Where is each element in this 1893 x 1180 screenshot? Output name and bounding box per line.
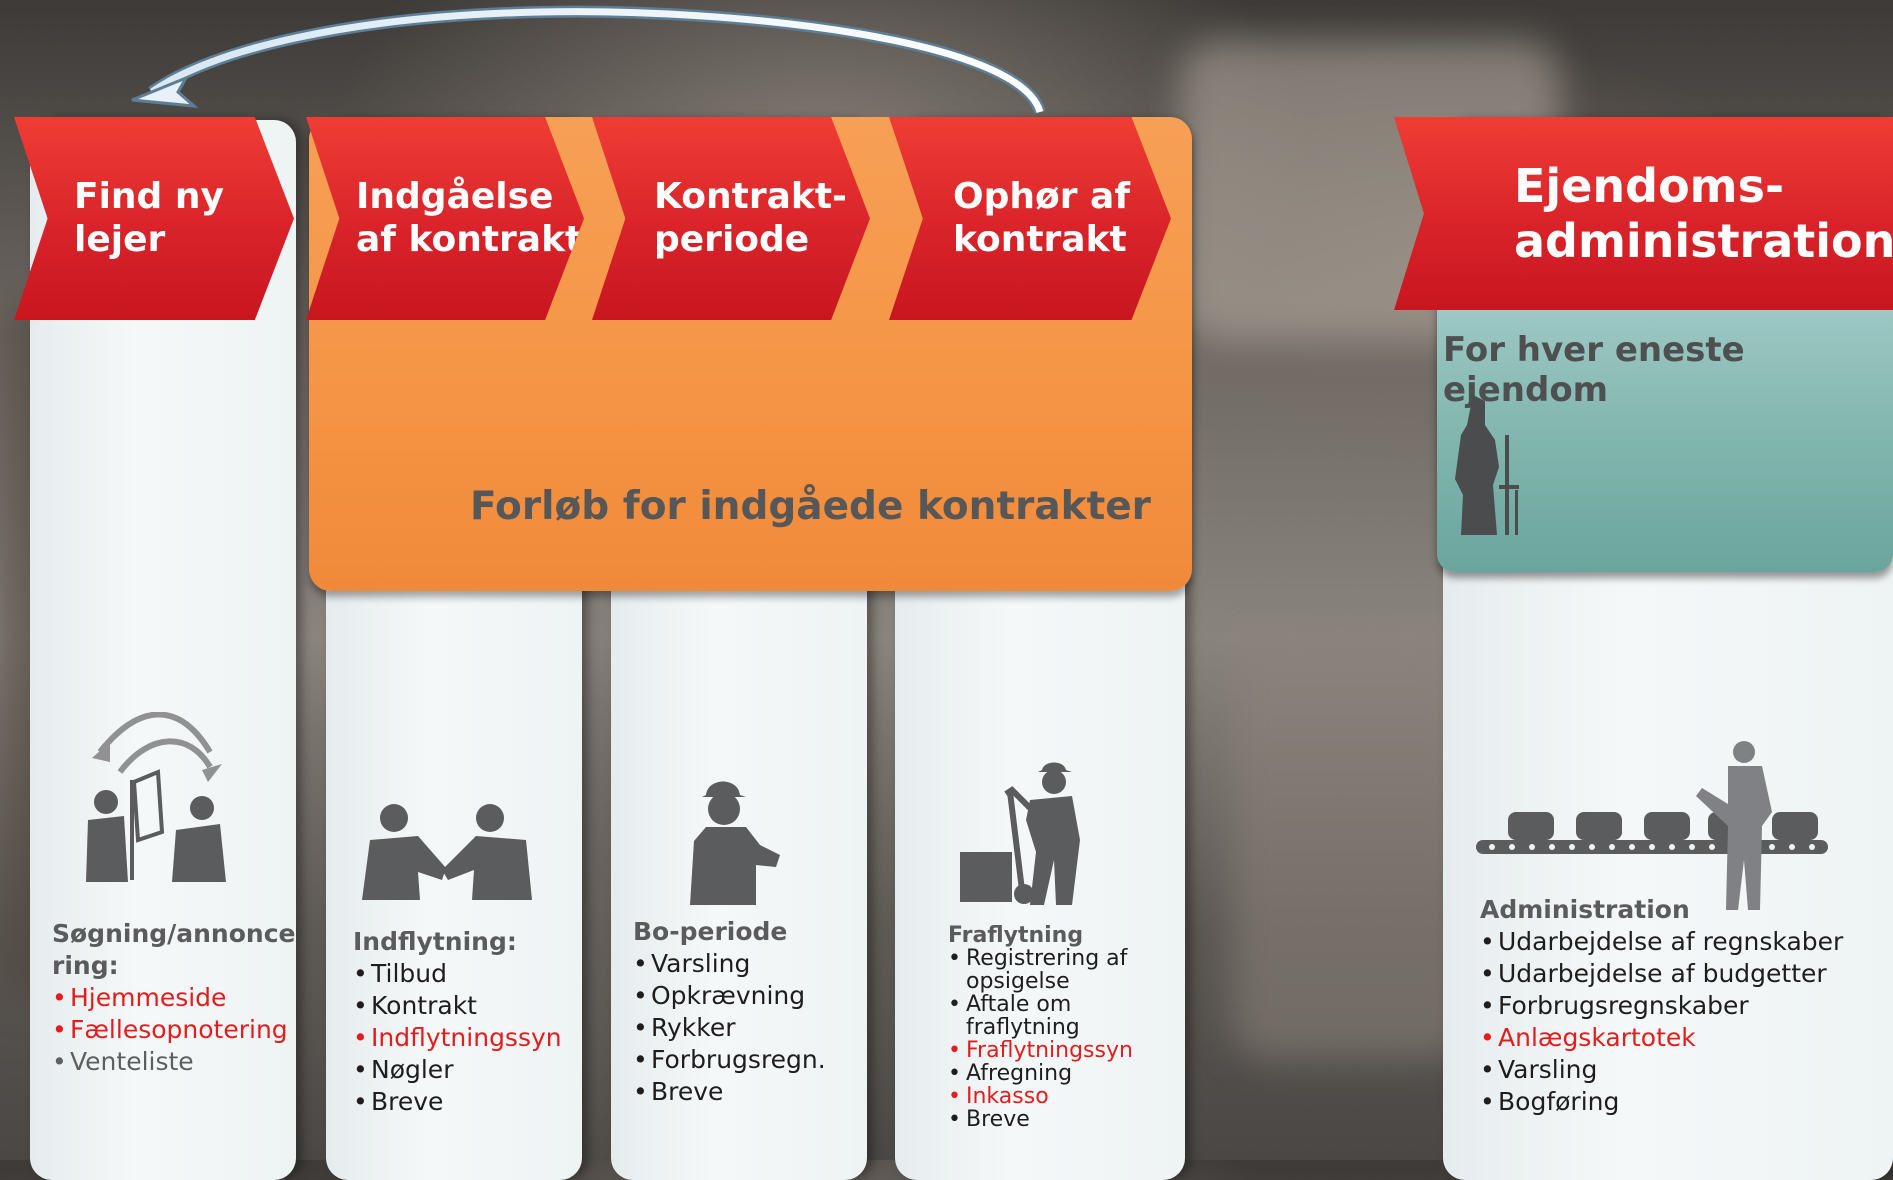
list-item: Udarbejdelse af regnskaber [1480,926,1880,958]
list-item: Registrering af opsigelse [948,947,1138,993]
list-item: Indflytningssyn [353,1022,583,1054]
handshake-icon [362,804,532,900]
conveyor-worker-icon [1476,741,1828,910]
list-item: Udarbejdelse af budgetter [1480,958,1880,990]
list-item: Inkasso [948,1085,1138,1108]
worker-icon [690,781,780,905]
step-find-new-tenant: Find ny lejer [14,117,294,320]
list-item: Fraflytningssyn [948,1039,1138,1062]
list-item: Rykker [633,1012,863,1044]
step-property-administration: Ejendoms- administration [1394,117,1893,310]
column-list: Registrering af opsigelse Aftale om fraf… [948,947,1138,1131]
column-text-termination: Fraflytning Registrering af opsigelse Af… [948,924,1138,1131]
column-heading: Indflytning: [353,927,517,956]
list-item: Anlægskartotek [1480,1022,1880,1054]
list-item: Kontrakt [353,990,583,1022]
column-heading: Fraflytning [948,923,1084,948]
list-item: Breve [633,1076,863,1108]
list-item: Aftale om fraflytning [948,993,1138,1039]
step-contract-signing: Indgåelse af kontrakt [306,117,584,320]
hand-truck-mover-icon [960,762,1080,905]
column-heading: Administration [1480,895,1690,924]
person-with-tools-icon [1455,395,1519,535]
list-item: Breve [353,1086,583,1118]
column-list: Udarbejdelse af regnskaber Udarbejdelse … [1480,926,1880,1118]
curved-return-arrow-icon [131,5,1046,115]
list-item: Forbrugsregn. [633,1044,863,1076]
list-item: Fællesopnotering [52,1014,292,1046]
list-item: Nøgler [353,1054,583,1086]
column-text-signing: Indflytning: Tilbud Kontrakt Indflytning… [353,926,583,1118]
column-text-administration: Administration Udarbejdelse af regnskabe… [1480,894,1880,1118]
column-heading: Bo-periode [633,917,788,946]
list-item: Varsling [1480,1054,1880,1086]
list-item: Afregning [948,1062,1138,1085]
column-list: Varsling Opkrævning Rykker Forbrugsregn.… [633,948,863,1108]
step-contract-period: Kontrakt- periode [592,117,870,320]
column-heading: Søgning/annonce ring: [52,919,296,980]
background-blur-shape [1230,640,1470,1060]
list-item: Bogføring [1480,1086,1880,1118]
list-item: Forbrugsregnskaber [1480,990,1880,1022]
orange-panel-title: Forløb for indgåede kontrakter [470,484,1151,529]
list-item: Tilbud [353,958,583,990]
column-list: Tilbud Kontrakt Indflytningssyn Nøgler B… [353,958,583,1118]
teal-panel [1437,300,1893,572]
meeting-presentation-icon [86,712,226,882]
list-item: Hjemmeside [52,982,292,1014]
step-contract-termination: Ophør af kontrakt [889,117,1171,320]
list-item: Venteliste [52,1046,292,1078]
list-item: Opkrævning [633,980,863,1012]
column-text-find-tenant: Søgning/annonce ring: Hjemmeside Fælleso… [52,918,296,1078]
column-text-contract-period: Bo-periode Varsling Opkrævning Rykker Fo… [633,916,863,1108]
column-list: Hjemmeside Fællesopnotering Venteliste [52,982,292,1078]
teal-panel-title: For hver eneste ejendom [1443,330,1745,410]
list-item: Varsling [633,948,863,980]
list-item: Breve [948,1108,1138,1131]
